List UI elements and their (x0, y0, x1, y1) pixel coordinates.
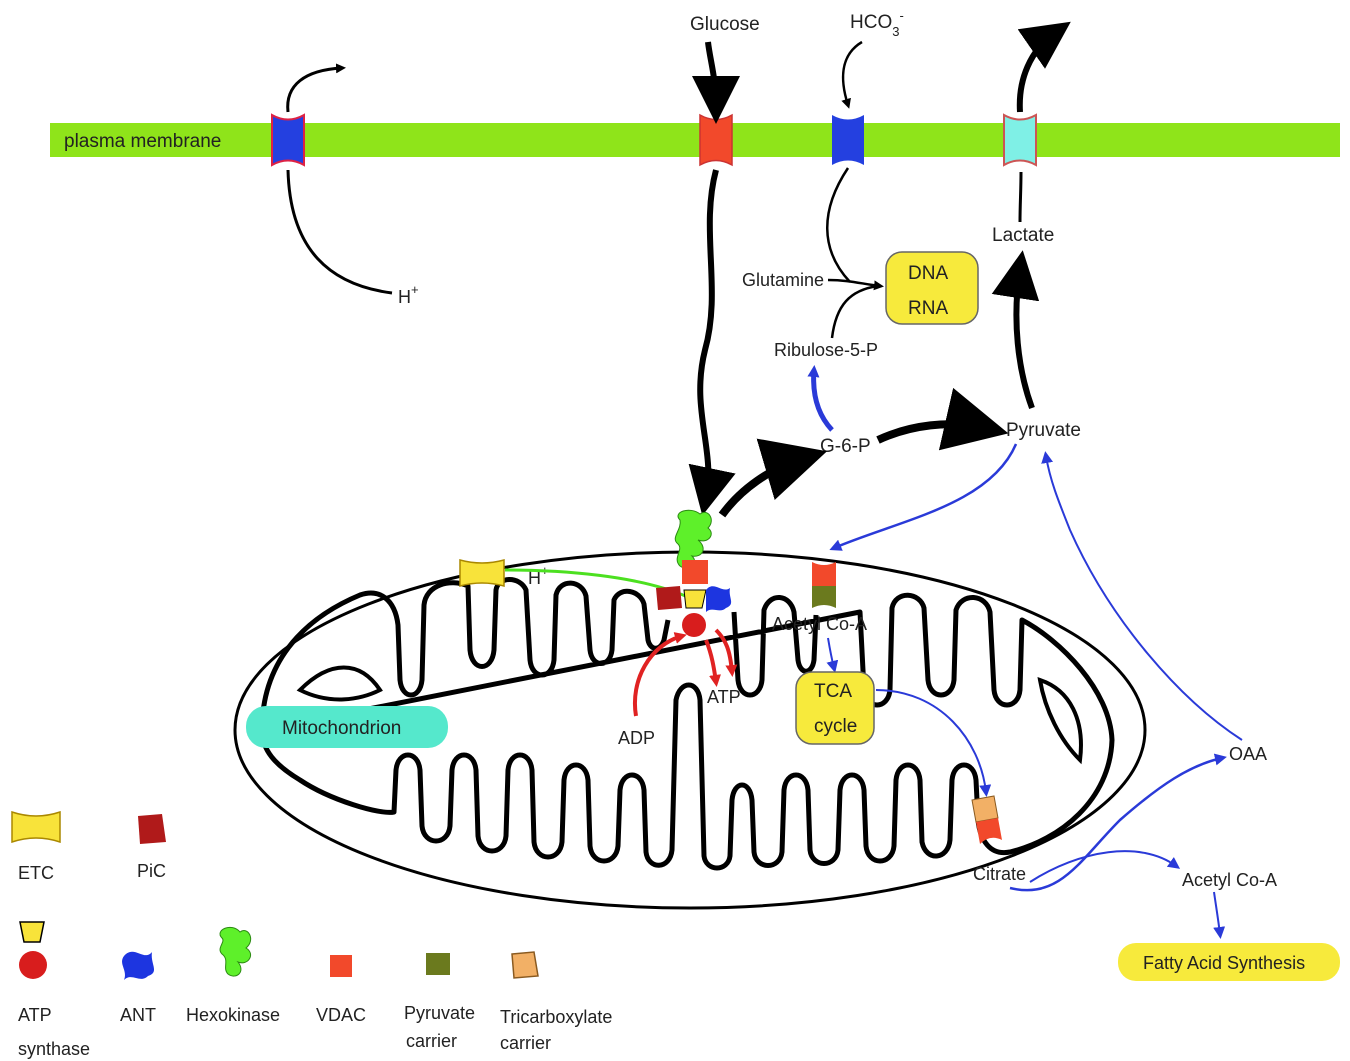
pyruvate-carrier-site (812, 586, 836, 608)
mitochondrion-label: Mitochondrion (282, 718, 401, 739)
plasma-membrane: plasma membrane (50, 123, 1340, 157)
lactate-export-arrow (1020, 32, 1056, 112)
glutamine-to-nucleotide-arrow (828, 280, 880, 286)
legend-pic-icon (138, 814, 166, 844)
pyruvate-to-lactate-arrow (1016, 268, 1032, 408)
atp-synthase-body-central (682, 613, 706, 637)
tca-label-2: cycle (814, 716, 857, 737)
legend-ant-icon (122, 952, 154, 980)
proton-export-arrow-in (288, 170, 392, 293)
proton-pump-transporter (272, 115, 304, 165)
g6p-to-pyruvate-arrow (878, 424, 985, 440)
oaa-label: OAA (1229, 744, 1267, 764)
etc-complex (460, 560, 504, 586)
legend-pyruvate-carrier-icon (426, 953, 450, 975)
atp-label: ATP (707, 687, 741, 707)
vdac-central (682, 560, 708, 584)
legend-atp-synthase-label-1: ATP (18, 1005, 52, 1025)
membrane-band (50, 123, 1340, 157)
membrane-label: plasma membrane (64, 131, 221, 152)
pic-central (656, 586, 682, 610)
legend-pyruvate-carrier-label-2: carrier (406, 1031, 457, 1051)
legend-atp-synthase-body-icon (19, 951, 47, 979)
glucose-cytosol-arrow (700, 170, 716, 498)
h-plus-cytosol-label: H+ (398, 282, 419, 307)
legend-tricarboxylate-label-1: Tricarboxylate (500, 1007, 612, 1027)
tca-label-1: TCA (814, 681, 852, 702)
citrate-label: Citrate (973, 864, 1026, 884)
lactate-transporter (1004, 115, 1036, 165)
ribulose-label: Ribulose-5-P (774, 340, 878, 360)
acetyl-coa-out-label: Acetyl Co-A (1182, 870, 1277, 890)
ribulose-to-nucleotide-arrow (832, 286, 878, 338)
bicarbonate-transporter (832, 115, 864, 165)
glucose-import-arrow (708, 42, 716, 106)
legend-atp-synthase-head-icon (20, 922, 44, 942)
rna-label: RNA (908, 298, 948, 319)
dna-label: DNA (908, 263, 948, 284)
glucose-label: Glucose (690, 14, 760, 35)
adp-label: ADP (618, 728, 655, 748)
glucose-transporter (700, 115, 732, 165)
g6p-to-ribulose-arrow (814, 370, 832, 430)
legend-etc-label: ETC (18, 863, 54, 883)
tricarboxylate-carrier-site (972, 796, 998, 822)
acetyl-coa-mito-label: Acetyl Co-A (772, 614, 867, 634)
legend-ant-label: ANT (120, 1005, 156, 1025)
legend-tricarboxylate-label-2: carrier (500, 1033, 551, 1053)
legend-hexokinase-label: Hexokinase (186, 1005, 280, 1025)
acetyl-coa-to-fatty-acid-arrow (1214, 892, 1220, 934)
g6p-label: G-6-P (820, 436, 871, 457)
fatty-acid-label: Fatty Acid Synthesis (1143, 953, 1305, 973)
legend-vdac-label: VDAC (316, 1005, 366, 1025)
legend-pic-label: PiC (137, 861, 166, 881)
hexokinase-to-g6p-arrow (722, 458, 804, 515)
vdac-pyruvate-site (812, 562, 836, 586)
legend-atp-synthase-label-2: synthase (18, 1039, 90, 1059)
glutamine-label: Glutamine (742, 270, 824, 290)
legend-hexokinase-icon (220, 927, 251, 976)
hco3-import-arrow (843, 42, 862, 105)
legend-tricarboxylate-icon (512, 952, 538, 978)
lactate-label: Lactate (992, 225, 1054, 246)
lactate-to-membrane-arrow (1020, 172, 1021, 222)
citrate-to-acetyl-coa-arrow (1030, 851, 1176, 882)
hco3-label: HCO3- (850, 8, 904, 39)
legend-pyruvate-carrier-label-1: Pyruvate (404, 1003, 475, 1023)
pyruvate-label: Pyruvate (1006, 420, 1081, 441)
proton-export-arrow-out (288, 68, 342, 112)
legend-etc-icon (12, 812, 60, 842)
legend-vdac-icon (330, 955, 352, 977)
pyruvate-to-carrier-arrow (834, 444, 1016, 548)
hco3-to-nucleotide-arrow (827, 168, 850, 282)
atp-synthase-head-central (684, 590, 706, 608)
